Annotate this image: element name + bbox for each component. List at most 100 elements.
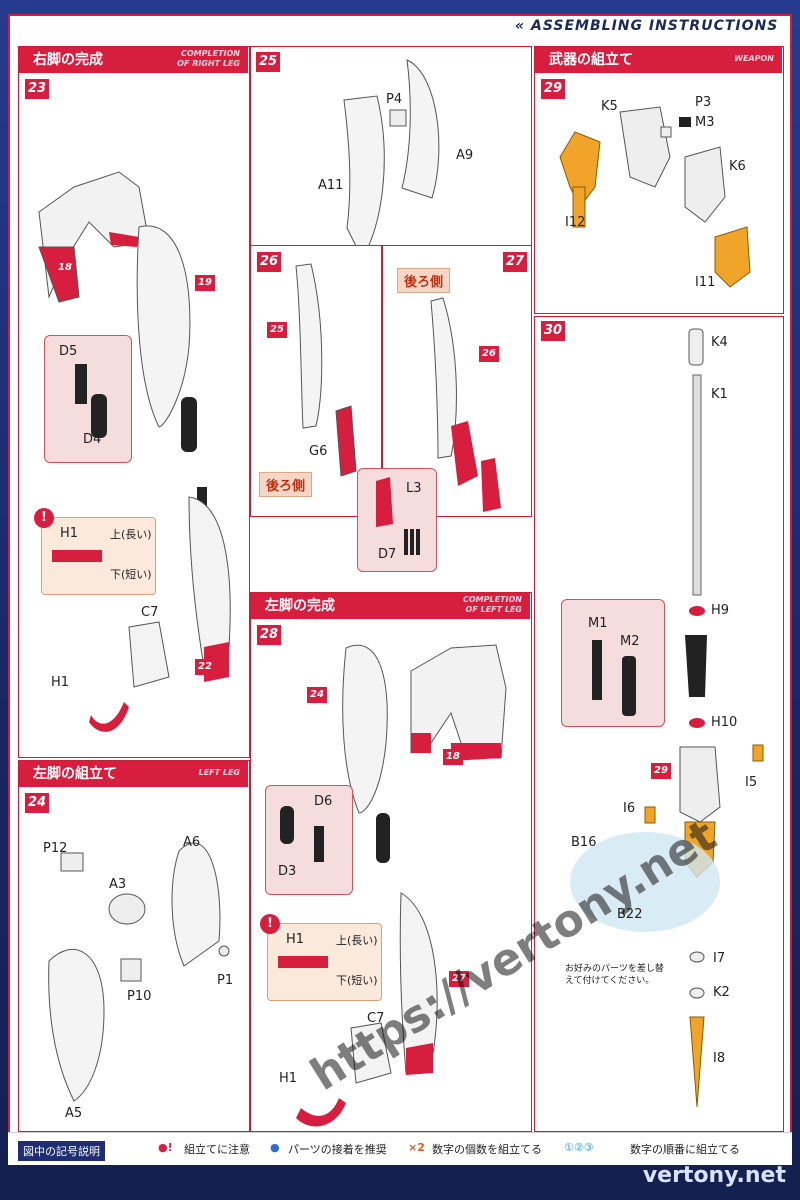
header-title: ASSEMBLING INSTRUCTIONS (530, 18, 779, 34)
legend-multi: 数字の個数を組立てる (432, 1143, 542, 1156)
part-label-p12: P12 (43, 841, 68, 856)
step-number: 28 (257, 625, 281, 645)
credit-text: vertony.net (642, 1163, 786, 1188)
part-label-p3: P3 (695, 95, 712, 110)
part-label-d5: D5 (59, 344, 78, 359)
part-label-i11: I11 (695, 275, 716, 290)
part-label-a9: A9 (456, 148, 474, 163)
l3-d7-parts (376, 477, 420, 555)
section-header: 左脚の完成 COMPLETION OF LEFT LEG (251, 593, 530, 619)
detail-box-d3-d6: D6 D3 (265, 785, 353, 895)
part-label-k6: K6 (729, 159, 746, 174)
warning-part: H1 (60, 526, 79, 541)
section-header: 武器の組立て WEAPON (535, 47, 782, 73)
part-label-i8: I8 (713, 1051, 726, 1066)
panel-left-leg-complete: 左脚の完成 COMPLETION OF LEFT LEG 28 24 18 D6… (250, 592, 532, 1132)
panel-step-27: 27 後ろ側 26 L3 D7 (357, 245, 532, 572)
warning-part: H1 (286, 932, 305, 947)
part-label-k2: K2 (713, 985, 730, 1000)
part-label-k4: K4 (711, 335, 728, 350)
symbol-legend: 図中の記号説明 ●! 組立てに注意 ● パーツの接着を推奨 ×2 数字の個数を組… (8, 1132, 792, 1165)
detail-box-d4-d5: D5 D4 (44, 335, 132, 463)
part-label-i7: I7 (713, 951, 726, 966)
part-label-c7: C7 (141, 605, 159, 620)
section-title: 左脚の完成 (265, 598, 335, 614)
step-23-diagram (38, 171, 231, 732)
part-label-d3: D3 (278, 864, 297, 879)
step-27-diagram (430, 297, 501, 512)
step-number: 23 (25, 79, 49, 99)
part-label-c7: C7 (367, 1011, 385, 1026)
step-number: 29 (541, 79, 565, 99)
part-tag-24: 24 (307, 687, 327, 703)
part-label-l3: L3 (406, 481, 422, 496)
order-icon: ①②③ (564, 1141, 594, 1154)
part-label-h10: H10 (711, 715, 738, 730)
detail-box-l3-d7: L3 D7 (357, 468, 437, 572)
legend-title: 図中の記号説明 (18, 1141, 105, 1161)
warning-lower: 下(短い) (110, 568, 152, 581)
legend-order: 数字の順番に組立てる (630, 1143, 740, 1156)
part-label-i5: I5 (745, 775, 758, 790)
part-label-k5: K5 (601, 99, 618, 114)
part-tag-29: 29 (651, 763, 671, 779)
step-number: 30 (541, 321, 565, 341)
part-label-i6: I6 (623, 801, 636, 816)
step-24-diagram (48, 842, 230, 1102)
h1-part-shape (52, 550, 102, 562)
warning-upper: 上(長い) (336, 934, 378, 947)
detail-box-m1-m2: M1 M2 (561, 599, 665, 727)
legend-glue: パーツの接着を推奨 (288, 1143, 387, 1156)
step-30-diagram (570, 328, 764, 1108)
warning-icon: ! (34, 508, 54, 528)
legend-warn: 組立てに注意 (184, 1143, 250, 1156)
part-label-a3: A3 (109, 877, 127, 892)
part-tag-18: 18 (55, 260, 75, 276)
part-tag-27: 27 (449, 971, 469, 987)
part-label-b22: B22 (617, 907, 643, 922)
part-label-p10: P10 (127, 989, 152, 1004)
section-subtitle: COMPLETION OF LEFT LEG (463, 595, 522, 614)
parts-choice-note: お好みのパーツを差し替えて付けてください。 (565, 964, 664, 986)
warning-lower: 下(短い) (336, 974, 378, 987)
part-label-m1: M1 (588, 616, 608, 631)
part-label-a11: A11 (318, 178, 344, 193)
page-header: « ASSEMBLING INSTRUCTIONS (515, 18, 779, 34)
part-label-d7: D7 (378, 547, 397, 562)
part-tag-22: 22 (195, 659, 215, 675)
step-number: 25 (256, 52, 280, 72)
step-number: 24 (25, 793, 49, 813)
part-label-m3: M3 (695, 115, 715, 130)
part-label-i12: I12 (565, 215, 586, 230)
m1-m2-parts (592, 640, 636, 716)
part-label-h9: H9 (711, 603, 730, 618)
h1-part-shape (278, 956, 328, 968)
step-25-diagram (343, 59, 440, 259)
warning-box-h1: ! H1 上(長い) 下(短い) (260, 914, 382, 1001)
part-label-g6: G6 (309, 444, 328, 459)
part-label-k1: K1 (711, 387, 728, 402)
warning-icon: ! (260, 914, 280, 934)
glue-icon: ● (270, 1141, 280, 1154)
panel-right-leg-complete: 右脚の完成 COMPLETION OF RIGHT LEG 23 18 19 D… (18, 46, 250, 758)
section-header: 右脚の完成 COMPLETION OF RIGHT LEG (19, 47, 248, 73)
back-side-label: 後ろ側 (397, 268, 451, 293)
section-subtitle: LEFT LEG (198, 768, 240, 777)
step-number: 26 (257, 252, 281, 272)
step-28-diagram (296, 644, 507, 1127)
part-tag-25: 25 (267, 322, 287, 338)
section-title: 武器の組立て (549, 52, 633, 68)
part-label-m2: M2 (620, 634, 640, 649)
warning-upper: 上(長い) (110, 528, 152, 541)
panel-weapon-29: 武器の組立て WEAPON 29 K5 P3 M3 K6 I12 I11 (534, 46, 784, 314)
section-title: 右脚の完成 (33, 52, 103, 68)
panel-left-leg-assembly: 左脚の組立て LEFT LEG 24 P12 A6 A3 P1 P10 A5 (18, 760, 250, 1132)
part-label-b16: B16 (571, 835, 597, 850)
panel-weapon-30: 30 K4 K1 H9 M1 M2 H10 29 I5 I6 B16 B22 I… (534, 316, 784, 1132)
section-title: 左脚の組立て (33, 766, 117, 782)
section-header: 左脚の組立て LEFT LEG (19, 761, 248, 787)
part-label-p1: P1 (217, 973, 234, 988)
warning-box-h1: ! H1 上(長い) 下(短い) (34, 508, 156, 595)
legend-multi-key: ×2 (408, 1141, 425, 1154)
part-label-h1: H1 (279, 1071, 298, 1086)
